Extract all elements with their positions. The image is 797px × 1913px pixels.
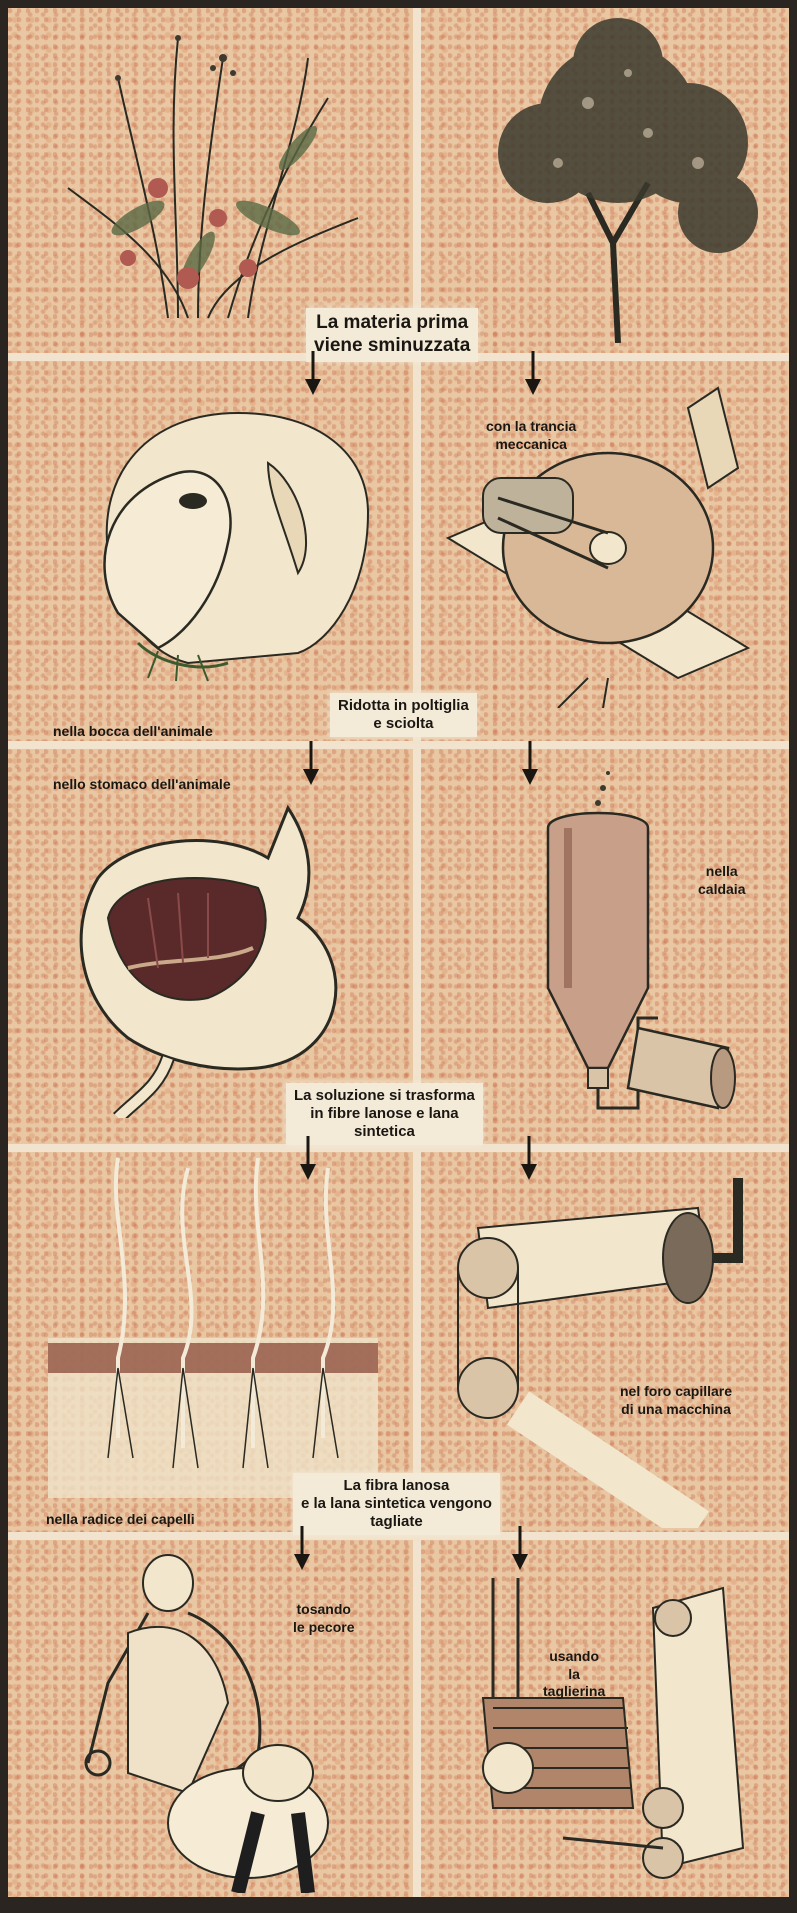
caption-stomach: nello stomaco dell'animale bbox=[53, 776, 231, 794]
tree-illustration bbox=[468, 13, 778, 343]
caption-blade: usando la taglierina bbox=[543, 1648, 605, 1701]
caption-capillary: nel foro capillare di una macchina bbox=[620, 1383, 732, 1418]
caption-boiler: nella caldaia bbox=[698, 863, 745, 898]
sheep-head-illustration bbox=[68, 393, 388, 683]
down-arrow-icon bbox=[511, 1526, 529, 1570]
down-arrow-icon bbox=[304, 351, 322, 395]
stomach-illustration bbox=[58, 798, 378, 1118]
down-arrow-icon bbox=[521, 741, 539, 785]
down-arrow-icon bbox=[293, 1526, 311, 1570]
blade-cutter-illustration bbox=[463, 1568, 763, 1888]
wildflowers-illustration bbox=[48, 18, 378, 338]
step-2-label: Ridotta in poltiglia e sciolta bbox=[330, 693, 477, 737]
wool-process-poster: La materia prima viene sminuzzata Ridott… bbox=[8, 8, 789, 1897]
column-divider bbox=[413, 8, 421, 1897]
down-arrow-icon bbox=[299, 1136, 317, 1180]
down-arrow-icon bbox=[520, 1136, 538, 1180]
caption-cutter: con la trancia meccanica bbox=[486, 418, 576, 453]
boiler-illustration bbox=[508, 768, 758, 1138]
hair-roots-illustration bbox=[48, 1158, 388, 1508]
down-arrow-icon bbox=[302, 741, 320, 785]
step-1-label: La materia prima viene sminuzzata bbox=[306, 308, 478, 362]
caption-shearing: tosando le pecore bbox=[293, 1601, 354, 1636]
row-divider bbox=[8, 1144, 789, 1152]
caption-mouth: nella bocca dell'animale bbox=[53, 723, 213, 741]
caption-hair-root: nella radice dei capelli bbox=[46, 1511, 195, 1529]
row-divider bbox=[8, 741, 789, 749]
down-arrow-icon bbox=[524, 351, 542, 395]
step-4-label: La fibra lanosa e la lana sintetica veng… bbox=[293, 1473, 500, 1535]
